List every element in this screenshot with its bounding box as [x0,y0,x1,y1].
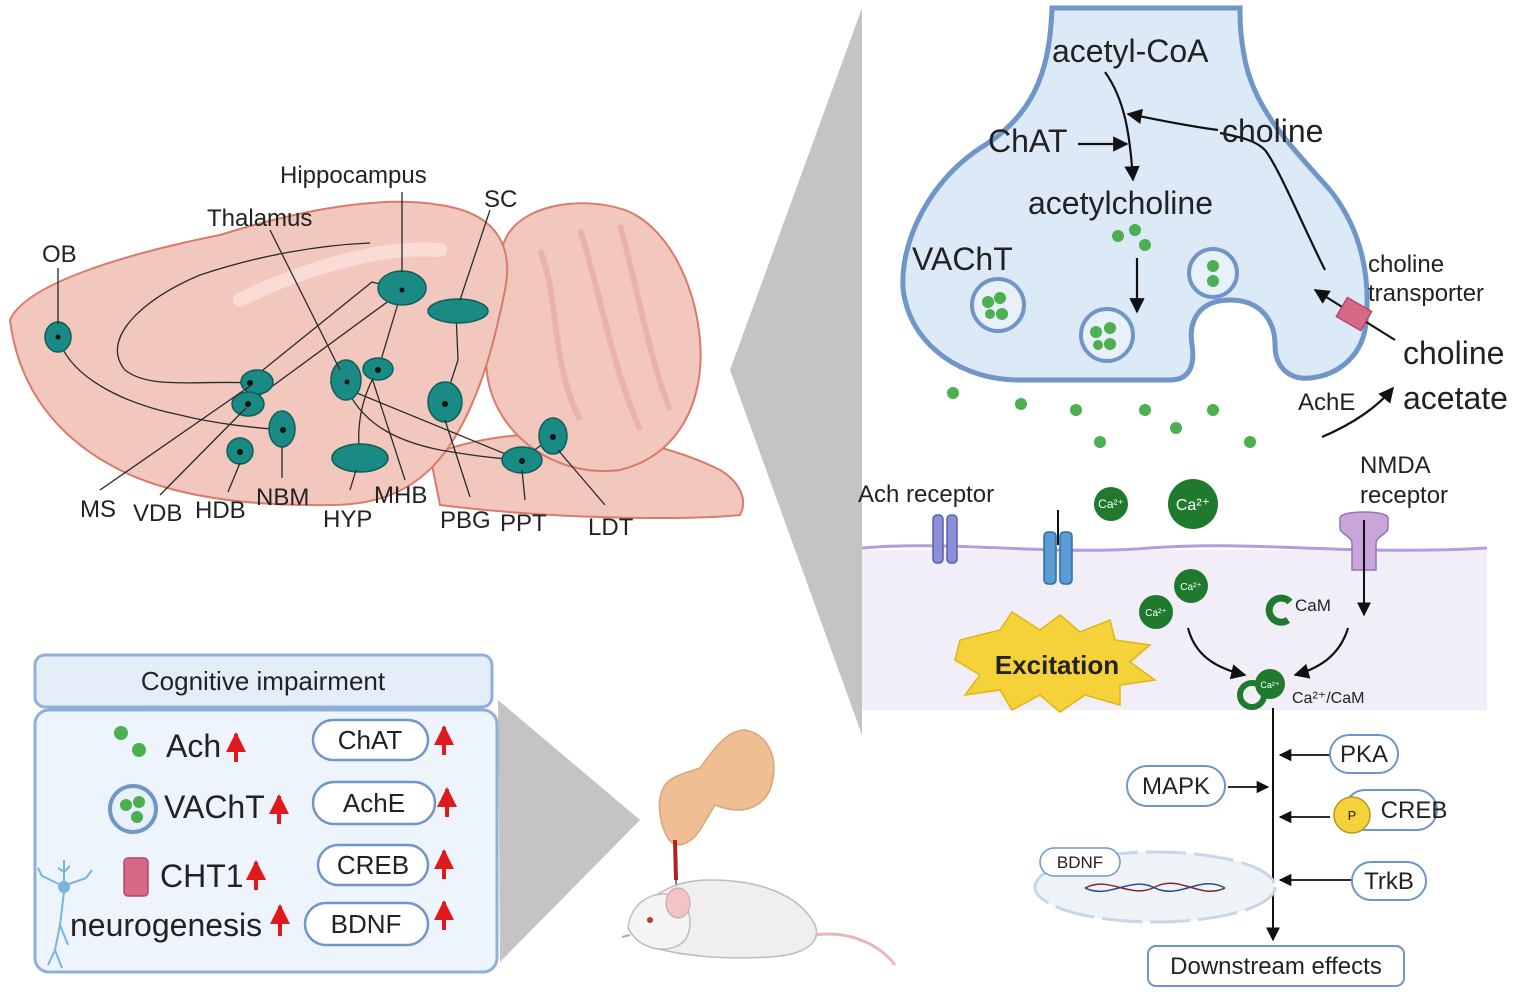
mouse-tail [814,932,897,966]
calmodulin-icon [1265,594,1293,626]
zoom-wedge-mouse [498,700,640,962]
calcium-ion: Ca²⁺ [1174,569,1208,603]
summary-creb: CREB [337,850,409,880]
calcium-ion: Ca²⁺ [1139,595,1173,629]
label-sc: SC [484,186,517,213]
label-ldt: LDT [588,514,634,541]
vacht-icon [108,784,158,834]
summary-ache-box [311,780,437,826]
summary-bdnf: BDNF [331,909,402,939]
label-vdb: VDB [133,500,182,527]
cerebellum [484,202,702,473]
phosphate-icon [1333,796,1371,834]
summary-chat: ChAT [338,725,403,755]
mapk-box [1126,765,1226,807]
postsynaptic-cell [862,550,1487,710]
label-creb: CREB [1381,797,1448,824]
label-pka: PKA [1340,741,1388,768]
summary-neurogenesis: neurogenesis [70,907,262,943]
ca-cam-complex-icon: Ca²⁺ [1237,669,1285,710]
label-mapk: MAPK [1142,773,1210,800]
summary-title-box [33,653,494,709]
summary-cht1: CHT1 [160,858,244,894]
label-ms: MS [80,496,116,523]
summary-title: Cognitive impairment [141,666,386,696]
ach-receptor-icon [932,514,958,564]
svg-text:Ca²⁺: Ca²⁺ [1098,497,1124,511]
excitation-burst-icon [954,610,1157,713]
label-vacht: VAChT [912,241,1013,277]
label-ppt: PPT [500,510,547,537]
summary-ache: AchE [343,788,405,818]
trkb-box [1351,861,1427,901]
label-choline-transporter-2: transporter [1368,280,1484,307]
downstream-box [1147,945,1405,987]
label-hippocampus: Hippocampus [280,162,427,189]
label-mhb: MHB [374,482,427,509]
svg-text:Ca²⁺: Ca²⁺ [1180,582,1201,593]
label-thalamus: Thalamus [207,205,312,232]
cht1-icon [123,857,149,897]
nucleus-hyp [331,443,389,473]
label-downstream: Downstream effects [1170,953,1382,980]
label-ca-cam: Ca²⁺/CaM [1292,690,1364,707]
label-p: P [1348,808,1357,823]
label-nbm: NBM [256,484,309,511]
label-nmda-1: NMDA [1360,452,1431,479]
hand-icon [658,729,775,846]
summary-creb-box [316,843,430,887]
zoom-wedge-synapse [730,8,862,735]
choline-transporter-icon [1335,296,1373,332]
label-hdb: HDB [195,497,246,524]
label-hyp: HYP [323,506,372,533]
label-ob: OB [42,241,77,268]
svg-text:Ca²⁺: Ca²⁺ [1176,497,1210,514]
label-cam: CaM [1295,596,1331,615]
svg-text:Ca²⁺: Ca²⁺ [1260,680,1280,690]
label-choline: choline [1222,113,1323,149]
neuron-icon [37,860,93,969]
summary-ach: Ach [166,728,221,764]
bdnf-gene-box [1039,847,1121,877]
label-choline-out: choline [1403,335,1504,371]
calcium-ion: Ca²⁺ [1168,479,1218,529]
pka-box [1329,734,1399,774]
label-nmda-2: receptor [1360,482,1448,509]
summary-chat-box [311,718,430,762]
label-choline-transporter-1: choline [1368,251,1444,278]
ach-molecules-cleft [947,387,1256,448]
label-excitation: Excitation [995,650,1119,680]
nucleus-ms [240,369,274,395]
label-bdnf-gene: BDNF [1057,853,1103,872]
svg-text:Ca²⁺: Ca²⁺ [1145,608,1166,619]
vesicle [1079,307,1135,363]
synapse-panel: acetyl-CoA ChAT choline acetylcholine VA… [858,5,1508,713]
label-pbg: PBG [440,507,491,534]
label-ache: AchE [1298,389,1355,416]
mouse-injection-illustration [621,729,897,966]
nucleus-sc [427,298,489,324]
summary-vacht: VAChT [164,789,265,825]
label-ach-receptor: Ach receptor [858,481,994,508]
label-acetate: acetate [1403,380,1508,416]
calcium-ion: Ca²⁺ [1094,487,1128,521]
label-acetyl-coa: acetyl-CoA [1052,33,1209,69]
signaling-pathway: PKA MAPK CREB P BDNF TrkB Downstream eff… [1033,708,1448,987]
ach-icon [114,726,146,757]
summary-bdnf-box [303,901,430,947]
label-chat: ChAT [988,123,1067,159]
brain-sagittal: OB Hippocampus Thalamus SC MS VDB HDB NB… [8,162,745,541]
vesicle [1187,247,1239,299]
label-acetylcholine: acetylcholine [1028,185,1213,221]
summary-panel: Cognitive impairment Ach VAChT CHT1 neur… [33,653,499,974]
calcium-channel-icon [1043,510,1073,585]
label-trkb: TrkB [1364,868,1414,895]
vesicle [970,277,1026,333]
